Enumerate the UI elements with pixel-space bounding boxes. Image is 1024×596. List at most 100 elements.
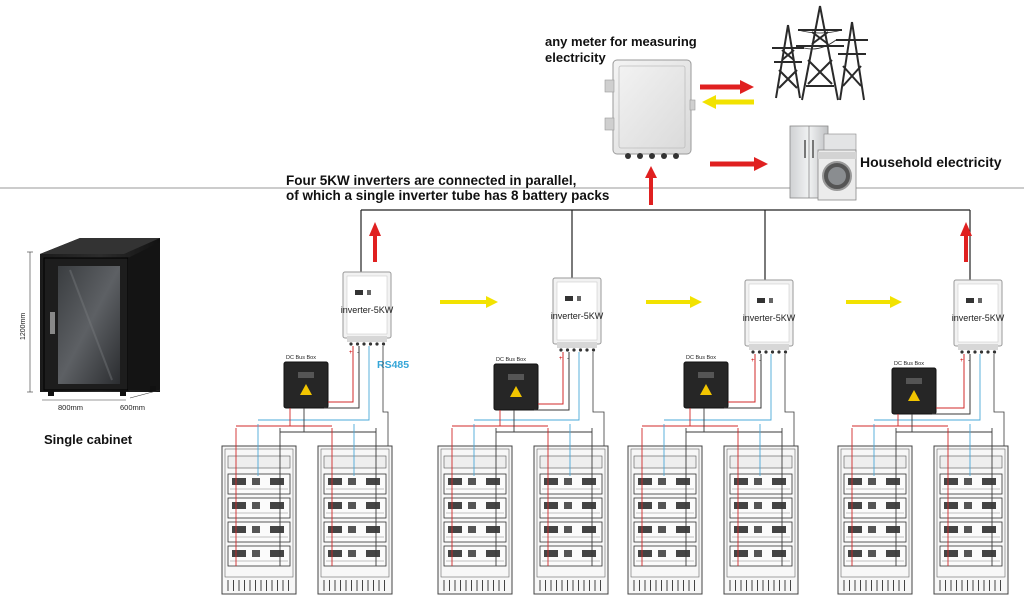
inverter: inverter-5KW +- — [952, 279, 1005, 364]
cabinet-height-label: 1200mm — [20, 313, 27, 340]
polarity-mark: + — [349, 350, 353, 356]
battery-pack — [443, 497, 507, 519]
battery-rack — [533, 424, 609, 595]
inverter-group: inverter-5KW+- DC Bus Box — [627, 279, 799, 595]
cabinet-width-label: 800mm — [58, 403, 83, 412]
dc-bus-box-label: DC Bus Box — [894, 361, 924, 367]
battery-rack — [221, 424, 297, 595]
description-line1: Four 5KW inverters are connected in para… — [286, 173, 576, 188]
battery-pack — [843, 497, 907, 519]
battery-pack — [323, 497, 387, 519]
polarity-mark: + — [751, 358, 755, 364]
inverter-output-arrow-4 — [960, 222, 972, 262]
battery-pack — [323, 521, 387, 543]
battery-pack — [227, 521, 291, 543]
transmission-tower-icon — [772, 5, 868, 101]
meter-label-line1: any meter for measuring — [545, 34, 697, 49]
positive-wire — [236, 408, 332, 427]
comm-wire — [874, 354, 981, 421]
polarity-mark: - — [759, 358, 761, 364]
cabinet-dimensions — [27, 251, 161, 401]
battery-rack — [933, 424, 1009, 595]
positive-wire — [728, 354, 756, 403]
battery-pack — [939, 521, 1003, 543]
positive-wire — [538, 352, 564, 405]
dc-bus-box: DC Bus Box — [683, 355, 729, 409]
battery-pack — [843, 521, 907, 543]
inverter: inverter-5KW +- — [551, 277, 604, 362]
dc-bus-box-label: DC Bus Box — [496, 357, 526, 363]
polarity-mark: - — [968, 358, 970, 364]
rs485-label: RS485 — [377, 359, 409, 371]
dc-bus-box-label: DC Bus Box — [686, 355, 716, 361]
cabinet-image — [40, 238, 160, 396]
description-line2: of which a single inverter tube has 8 ba… — [286, 188, 609, 203]
battery-rack — [437, 424, 513, 595]
warning-icon — [700, 384, 712, 395]
polarity-mark: - — [567, 356, 569, 362]
battery-pack — [443, 521, 507, 543]
inverter-group: inverter-5KW +- DC Bus Box — [837, 279, 1009, 595]
inverter-group: inverter-5KW +- DC Bus Box — [221, 271, 394, 595]
battery-pack — [227, 473, 291, 495]
negative-wire — [932, 354, 971, 415]
battery-pack — [443, 473, 507, 495]
battery-pack — [939, 497, 1003, 519]
battery-pack — [729, 497, 793, 519]
positive-wire — [452, 410, 548, 427]
negative-wire — [686, 408, 782, 433]
warning-icon — [908, 390, 920, 401]
inverter-label: inverter-5KW — [551, 311, 604, 321]
inverter-label: inverter-5KW — [341, 305, 394, 315]
comm-wire — [258, 346, 370, 421]
battery-pack — [323, 545, 387, 567]
battery-rack — [723, 424, 799, 595]
battery-rack — [627, 424, 703, 595]
battery-pack — [843, 545, 907, 567]
battery-pack — [539, 545, 603, 567]
negative-wire — [324, 346, 360, 409]
battery-pack — [539, 473, 603, 495]
inverter-group: inverter-5KW +- DC Bus Box — [437, 277, 609, 595]
negative-wire — [280, 408, 376, 433]
inverter-label: inverter-5KW — [952, 313, 1005, 323]
polarity-mark: + — [960, 358, 964, 364]
meter-box — [604, 59, 696, 159]
dc-bus-box-label: DC Bus Box — [286, 355, 316, 361]
positive-wire — [852, 414, 948, 427]
positive-wire — [642, 408, 738, 427]
cabinet-depth-label: 600mm — [120, 403, 145, 412]
cabinet-caption: Single cabinet — [44, 432, 133, 447]
negative-wire — [496, 410, 592, 433]
comm-wire — [664, 354, 772, 421]
parallel-arrow-2 — [646, 296, 702, 308]
battery-pack — [843, 473, 907, 495]
battery-pack — [443, 545, 507, 567]
parallel-arrow-1 — [440, 296, 498, 308]
dc-bus-box: DC Bus Box — [283, 355, 329, 409]
grid-export-arrow — [700, 80, 754, 94]
battery-pack — [227, 545, 291, 567]
battery-pack — [539, 497, 603, 519]
battery-pack — [633, 521, 697, 543]
ac-bus-line — [360, 209, 971, 280]
dc-bus-box: DC Bus Box — [891, 361, 937, 415]
household-supply-arrow — [710, 157, 768, 171]
bus-to-meter-arrow — [645, 166, 657, 205]
inverter-output-arrow-1 — [369, 222, 381, 262]
battery-rack — [317, 424, 393, 595]
battery-rack — [837, 424, 913, 595]
battery-pack — [227, 497, 291, 519]
battery-pack — [939, 545, 1003, 567]
dc-bus-box: DC Bus Box — [493, 357, 539, 411]
appliance-icon — [789, 125, 857, 201]
inverter: inverter-5KW+- — [743, 279, 796, 364]
comm-wire — [474, 352, 580, 421]
warning-icon — [300, 384, 312, 395]
polarity-mark: - — [357, 350, 359, 356]
polarity-mark: + — [559, 356, 563, 362]
battery-pack — [539, 521, 603, 543]
grid-import-arrow — [702, 95, 754, 109]
warning-icon — [510, 386, 522, 397]
